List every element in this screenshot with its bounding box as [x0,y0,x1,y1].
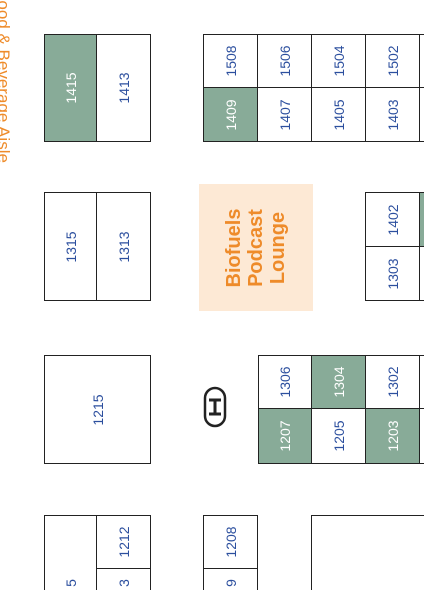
booth-number: 1506 [276,45,293,77]
booth-1409[interactable]: 1409 [203,87,258,142]
booth-number: 1504 [330,45,347,77]
booth-1402[interactable]: 1402 [365,192,420,247]
booth-number: 1409 [222,98,239,131]
booth-large-bottom[interactable] [311,515,424,590]
booth-partial-right-mid[interactable] [419,246,424,301]
booth-number: 1215 [89,393,106,426]
booth-number: 9 [222,579,239,587]
booth-1303[interactable]: 1303 [365,246,420,301]
booth-number: 1302 [384,366,401,398]
booth-1304[interactable]: 1304 [311,355,366,409]
booth-1502[interactable]: 1502 [365,34,420,88]
booth-9[interactable]: 9 [203,568,258,590]
booth-number: 1203 [384,420,401,452]
lounge-label-line1: Biofuels [223,208,245,287]
booth-1302[interactable]: 1302 [365,355,420,409]
booth-3[interactable]: 3 [96,568,151,590]
booth-1203[interactable]: 1203 [365,408,420,464]
lounge-label-line3: Lounge [267,211,289,284]
booth-number: 5 [62,579,79,587]
booth-1313[interactable]: 1313 [96,192,151,301]
booth-number: 3 [115,579,132,587]
booth-number: 1208 [222,526,239,558]
booth-1306[interactable]: 1306 [258,355,312,409]
booth-partial-right-top[interactable] [419,34,424,88]
biofuels-podcast-lounge[interactable]: Biofuels Podcast Lounge [199,184,313,311]
booth-number: 1413 [115,72,132,104]
booth-1315[interactable]: 1315 [44,192,97,301]
booth-1415[interactable]: 1415 [44,34,97,142]
lounge-label: Biofuels Podcast Lounge [223,208,289,287]
booth-1508[interactable]: 1508 [203,34,258,88]
booth-partial-right-lower[interactable] [419,355,424,409]
hotel-h-icon [203,386,227,428]
booth-1212[interactable]: 1212 [96,515,151,569]
booth-1413[interactable]: 1413 [96,34,151,142]
booth-partial-right-bottom[interactable] [419,87,424,142]
booth-number: 1508 [222,45,239,77]
booth-1504[interactable]: 1504 [311,34,366,88]
booth-number: 1502 [384,45,401,77]
booth-number: 1205 [330,420,347,452]
booth-1208[interactable]: 1208 [203,515,258,569]
booth-1403[interactable]: 1403 [365,87,420,142]
booth-number: 1315 [62,230,79,263]
booth-1506[interactable]: 1506 [257,34,312,88]
booth-1215[interactable]: 1215 [44,355,151,464]
booth-number: 1402 [384,203,401,236]
booth-1207[interactable]: 1207 [258,408,312,464]
booth-number: 1304 [330,366,347,398]
booth-1205[interactable]: 1205 [311,408,366,464]
booth-number: 1212 [115,526,132,558]
booth-number: 1407 [276,98,293,131]
booth-number: 1403 [384,98,401,131]
booth-partial-right-lowest[interactable] [419,408,424,464]
booth-number: 1303 [384,257,401,290]
booth-number: 1313 [115,230,132,263]
booth-number: 1415 [62,72,79,104]
lounge-label-line2: Podcast [245,208,267,287]
booth-1407[interactable]: 1407 [257,87,312,142]
booth-number: 1405 [330,98,347,131]
booth-number: 1207 [277,420,293,452]
booth-number: 1306 [277,366,293,398]
booth-5[interactable]: 5 [44,515,97,590]
booth-partial-highlight[interactable] [419,192,424,247]
section-label: Food & Beverage Aisle [0,0,13,163]
booth-1405[interactable]: 1405 [311,87,366,142]
